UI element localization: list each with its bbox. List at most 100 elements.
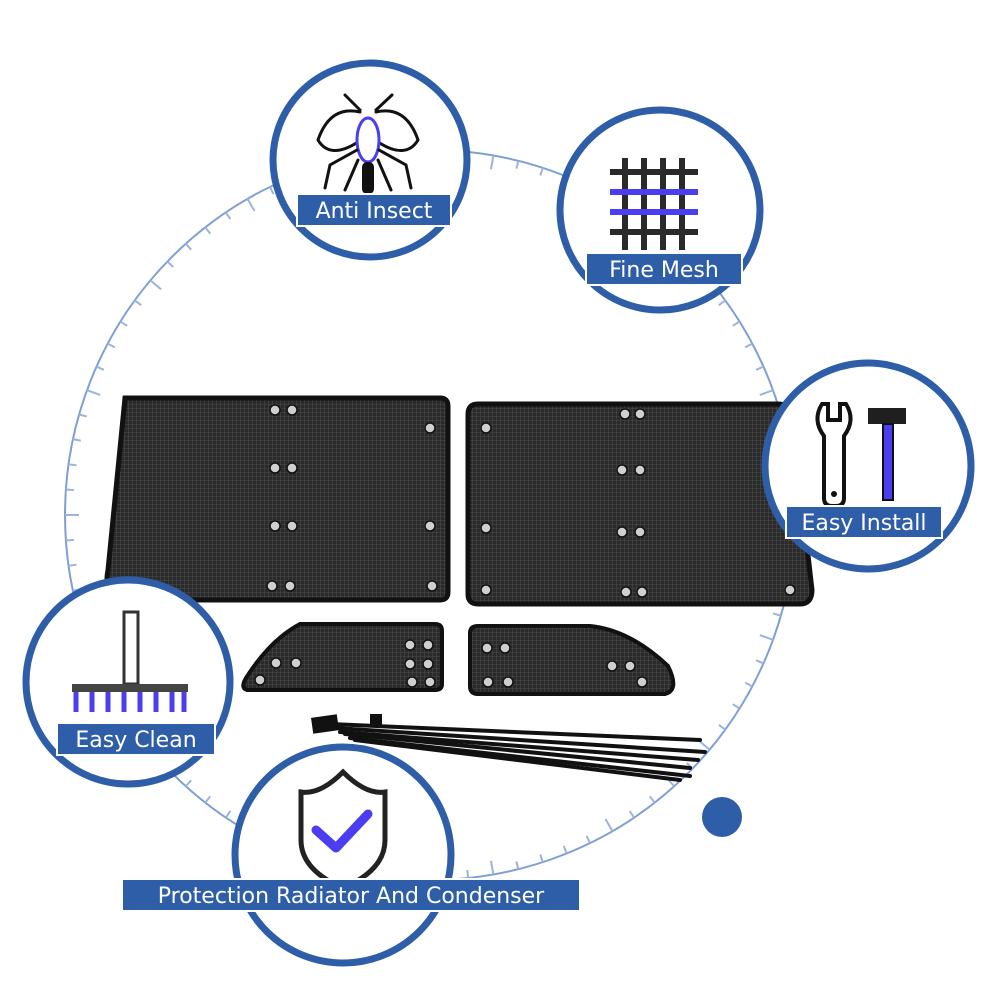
grommet (270, 657, 282, 669)
dial-tick (489, 155, 495, 170)
grommet (636, 676, 648, 688)
grommet (269, 520, 281, 532)
grommet (424, 520, 436, 532)
dial-tick (718, 724, 726, 731)
grommet (499, 642, 511, 654)
mesh-panel-small-left (241, 622, 444, 692)
grommet (502, 676, 514, 688)
dial-tick (489, 860, 495, 875)
dial-tick (585, 835, 591, 844)
badge-label-easy-install: Easy Install (785, 505, 943, 539)
dial-tick (96, 365, 105, 371)
badge-label-anti-insect: Anti Insect (296, 193, 452, 227)
dial-knob (702, 797, 742, 837)
dial-tick (628, 810, 635, 819)
dial-tick (515, 160, 520, 169)
mesh-panel-small-right (468, 624, 676, 696)
cable-ties (311, 714, 707, 782)
grommet (424, 676, 436, 688)
dial-tick (698, 739, 711, 751)
grommet (422, 639, 434, 651)
grommet (290, 657, 302, 669)
dial-tick (759, 389, 774, 396)
mesh-grid-icon (610, 158, 698, 250)
dial-tick (204, 226, 211, 235)
shield-check-icon (298, 768, 388, 891)
dial-tick (562, 845, 568, 854)
grommet (422, 658, 434, 670)
grommet (616, 526, 628, 538)
dial-tick (65, 538, 74, 542)
grommet (404, 639, 416, 651)
panel-grommets (121, 404, 796, 688)
grommet (426, 580, 438, 592)
grommet (606, 660, 618, 672)
grommet (406, 676, 418, 688)
mesh-panel-left (104, 395, 451, 603)
dial-tick (72, 438, 82, 442)
dial-tick (149, 279, 162, 291)
dial-tick (744, 681, 753, 688)
dial-tick (204, 795, 211, 804)
grommet (634, 464, 646, 476)
grommet (480, 522, 492, 534)
dial-tick (732, 320, 741, 327)
dial-tick (86, 389, 101, 396)
dial-tick (772, 612, 782, 617)
dial-tick (68, 563, 77, 567)
grommet (286, 520, 298, 532)
grommet (636, 586, 648, 598)
dial-tick (119, 320, 128, 327)
grommet (424, 422, 436, 434)
dial-tick (732, 703, 741, 710)
grommet (624, 660, 636, 672)
badge-label-easy-clean: Easy Clean (56, 722, 216, 756)
wrench-hammer-icon (815, 402, 906, 508)
dial-tick (744, 342, 753, 349)
dial-tick (755, 365, 764, 371)
dial-tick (759, 634, 774, 641)
grommet (286, 462, 298, 474)
dial-tick (65, 488, 74, 492)
badge-label-protection: Protection Radiator And Condenser (121, 878, 581, 912)
grommet (634, 526, 646, 538)
dial-tick (649, 795, 656, 804)
insect-icon (316, 93, 420, 194)
grommet (616, 464, 628, 476)
dial-tick (718, 299, 726, 306)
dial-tick (539, 167, 544, 176)
dial-tick (134, 299, 142, 306)
dial-tick (225, 810, 232, 819)
dial-tick (755, 659, 764, 665)
dial-tick (107, 342, 116, 349)
dial-tick (604, 818, 614, 832)
dial-tick (166, 260, 174, 268)
grommet (480, 422, 492, 434)
dial-tick (466, 869, 470, 879)
dial-tick (539, 854, 544, 863)
grommet (481, 642, 493, 654)
dial-tick (68, 463, 77, 467)
grommet (620, 586, 632, 598)
grommet (619, 408, 631, 420)
badge-label-fine-mesh: Fine Mesh (585, 252, 743, 286)
grommet (404, 658, 416, 670)
grommet (269, 462, 281, 474)
brush-icon (72, 610, 188, 712)
grommet (634, 408, 646, 420)
dial-tick (246, 198, 256, 212)
grommet (784, 584, 796, 596)
grommet (286, 404, 298, 416)
dial-tick (78, 413, 88, 418)
grommet (480, 584, 492, 596)
grommet (254, 674, 266, 686)
dial-tick (515, 861, 520, 870)
dial-tick (185, 779, 192, 787)
grommet (284, 580, 296, 592)
dial-tick (225, 211, 232, 220)
mesh-panel-right (465, 401, 815, 607)
dial-tick (269, 186, 275, 195)
grommet (266, 580, 278, 592)
